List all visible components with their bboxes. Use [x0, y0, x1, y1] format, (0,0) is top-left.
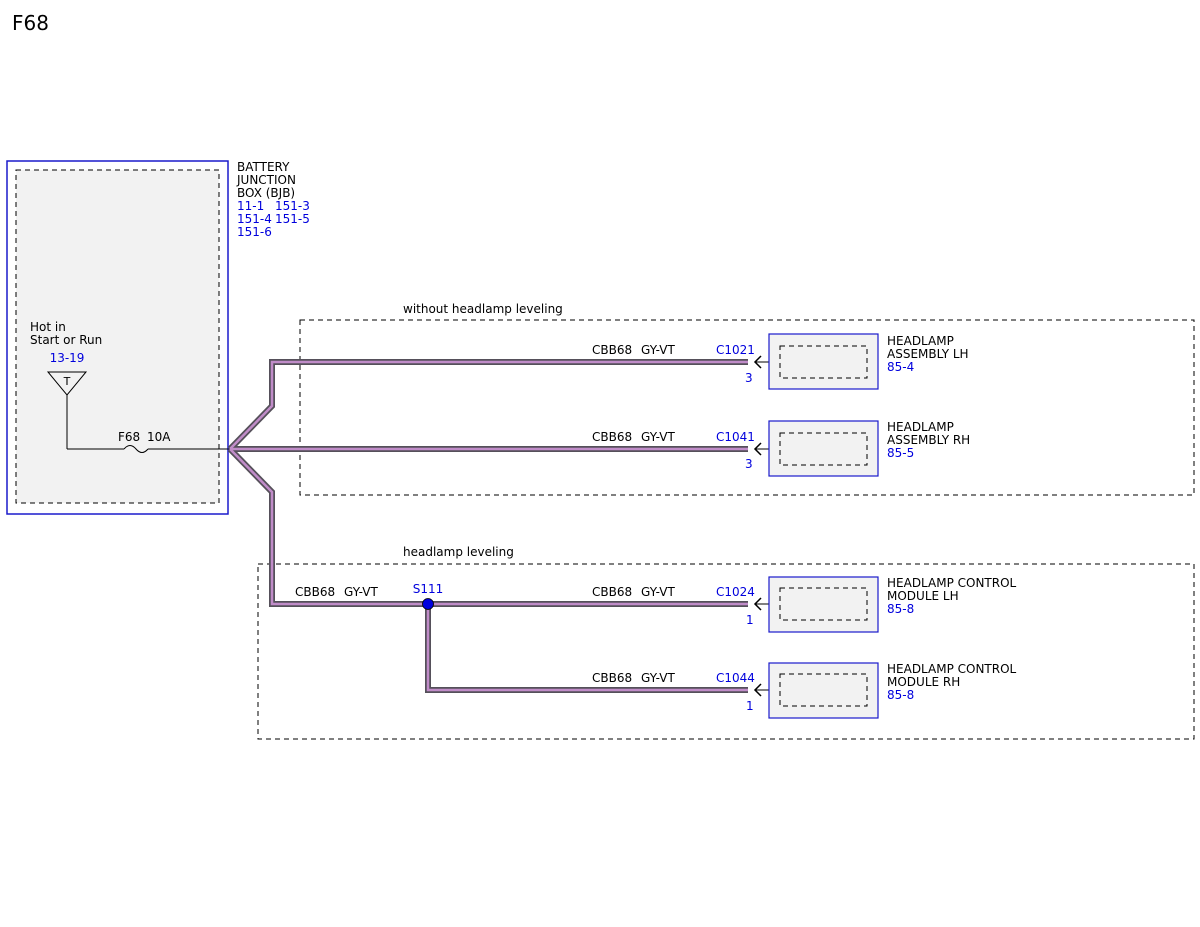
wire-circuit-label: CBB68 [592, 430, 632, 444]
bjb-ref-link[interactable]: 11-1 [237, 199, 264, 213]
pin-number: 3 [745, 457, 753, 471]
component-ref-link[interactable]: 85-4 [887, 360, 914, 374]
fuse-circuit [66, 395, 230, 453]
component-box-headlamp-control-module-lh[interactable] [768, 576, 879, 633]
component-box-headlamp-control-module-rh[interactable] [768, 662, 879, 719]
fuse-rating: 10A [147, 430, 171, 444]
wire-color-label: GY-VT [641, 671, 675, 685]
component-ref-link[interactable]: 85-8 [887, 688, 914, 702]
bjb-title-line-2: JUNCTION [236, 173, 296, 187]
connector-id-link[interactable]: C1044 [716, 671, 755, 685]
wire-circuit-label: CBB68 [592, 343, 632, 357]
component-name-line-1: HEADLAMP CONTROL [887, 576, 1017, 590]
component-name-line-1: HEADLAMP CONTROL [887, 662, 1017, 676]
power-label-line-1: Hot in [30, 320, 66, 334]
wire-circuit-label: CBB68 [592, 585, 632, 599]
pin-number: 3 [745, 371, 753, 385]
wire-color-label: GY-VT [641, 343, 675, 357]
component-name-line-2: MODULE RH [887, 675, 960, 689]
wire-color-label: GY-VT [344, 585, 378, 599]
component-name-line-2: MODULE LH [887, 589, 959, 603]
group-label: headlamp leveling [403, 545, 514, 559]
component-ref-link[interactable]: 85-8 [887, 602, 914, 616]
component-name-line-1: HEADLAMP [887, 334, 954, 348]
power-ref-link[interactable]: 13-19 [50, 351, 85, 365]
component-box-headlamp-assembly-rh[interactable] [768, 420, 879, 477]
component-name-line-2: ASSEMBLY LH [887, 347, 969, 361]
power-label-line-2: Start or Run [30, 333, 102, 347]
page-title: F68 [12, 11, 49, 35]
connector-id-link[interactable]: C1024 [716, 585, 755, 599]
battery-junction-box[interactable] [6, 160, 229, 515]
connector-id-link[interactable]: C1021 [716, 343, 755, 357]
component-name-line-1: HEADLAMP [887, 420, 954, 434]
bjb-title-line-3: BOX (BJB) [237, 186, 295, 200]
bjb-ref-link[interactable]: 151-3 [275, 199, 310, 213]
wire-harness [227, 359, 748, 693]
splice-dot-icon[interactable] [422, 598, 434, 610]
power-source-triangle-icon [46, 371, 88, 396]
bjb-ref-link[interactable]: 151-6 [237, 225, 272, 239]
bjb-ref-link[interactable]: 151-4 [237, 212, 272, 226]
pin-number: 1 [746, 699, 754, 713]
bjb-title-line-1: BATTERY [237, 160, 290, 174]
component-box-headlamp-assembly-lh[interactable] [768, 333, 879, 390]
fuse-name: F68 [118, 430, 140, 444]
group-leveling-outline [257, 563, 1195, 740]
group-label: without headlamp leveling [403, 302, 563, 316]
group-without-leveling-outline [299, 319, 1195, 496]
component-ref-link[interactable]: 85-5 [887, 446, 914, 460]
wire-color-label: GY-VT [641, 430, 675, 444]
connector-id-link[interactable]: C1041 [716, 430, 755, 444]
power-symbol-label: T [63, 375, 71, 388]
splice-id-link[interactable]: S111 [413, 582, 444, 596]
pin-number: 1 [746, 613, 754, 627]
bjb-ref-link[interactable]: 151-5 [275, 212, 310, 226]
wire-color-label: GY-VT [641, 585, 675, 599]
wire-circuit-label: CBB68 [295, 585, 335, 599]
component-name-line-2: ASSEMBLY RH [887, 433, 970, 447]
wire-circuit-label: CBB68 [592, 671, 632, 685]
